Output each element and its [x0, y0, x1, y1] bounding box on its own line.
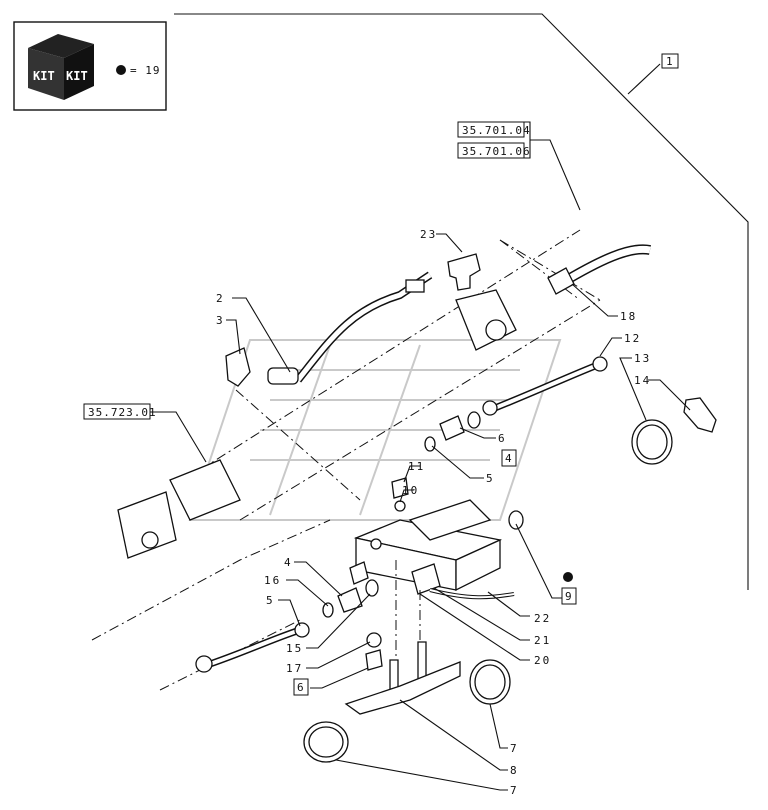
bullet-icon: [116, 65, 126, 75]
callout-5: 5: [266, 594, 275, 607]
boxed-number-4: 4: [501, 449, 517, 467]
callout-2: 2: [216, 292, 225, 305]
callout-15: 15: [286, 642, 303, 655]
kit-label-left: KIT: [33, 69, 55, 83]
boxed-number-1-text: 1: [666, 55, 675, 68]
clamp-plate-8: [344, 661, 461, 715]
kit-bullet-label: = 19: [130, 64, 161, 77]
clamp-13: [631, 419, 673, 465]
callout-12: 12: [624, 332, 641, 345]
callout-18: 18: [620, 310, 637, 323]
callout-4: 4: [284, 556, 293, 569]
clamp-7-right: [469, 659, 511, 705]
leader-1: [627, 63, 661, 95]
kit-label-right: KIT: [66, 69, 88, 83]
ref-35-701-06: 35.701.06: [462, 145, 531, 158]
callout-16: 16: [264, 574, 281, 587]
callout-14: 14: [634, 374, 651, 387]
tee-fitting-23: [447, 253, 481, 291]
fitting-4: [322, 587, 363, 618]
plug-17: [365, 632, 383, 671]
ref-box-top: 35.701.04 35.701.06: [457, 121, 581, 211]
pipe-5: [195, 622, 310, 673]
kit-bullet-9: [563, 572, 573, 582]
watermark-logo: [188, 339, 562, 521]
clamp-7-left: [303, 721, 349, 763]
kit-legend: KIT KIT = 19: [13, 21, 167, 111]
svg-text:9: 9: [565, 590, 574, 603]
ref-box-left: 35.723.01: [83, 403, 207, 463]
kit-box-icon: KIT KIT: [28, 34, 94, 100]
callout-3: 3: [216, 314, 225, 327]
callout-11: 11: [408, 460, 425, 473]
ref-35-723-01: 35.723.01: [88, 406, 157, 419]
callout-10: 10: [402, 484, 419, 497]
callout-7-right: 7: [510, 742, 519, 755]
boxed-number-1: [661, 53, 679, 69]
boxed-number-9: 9: [561, 572, 577, 605]
callout-5-upper: 5: [486, 472, 495, 485]
boxed-number-6: 6: [293, 678, 309, 696]
callout-21: 21: [534, 634, 551, 647]
hose-upper: [225, 271, 433, 387]
svg-text:6: 6: [297, 681, 306, 694]
pipe-12: [482, 356, 608, 416]
callout-22: 22: [534, 612, 551, 625]
callout-23: 23: [420, 228, 437, 241]
fitting-adapter: [424, 411, 481, 452]
hose-18: [547, 244, 651, 295]
callout-8: 8: [510, 764, 519, 777]
bracket-14: [683, 397, 717, 433]
plug-11: [391, 477, 409, 512]
callout-6: 6: [498, 432, 507, 445]
leader-lines: [226, 233, 691, 791]
svg-text:4: 4: [505, 452, 514, 465]
callout-20: 20: [534, 654, 551, 667]
callout-13: 13: [634, 352, 651, 365]
ref-35-701-04: 35.701.04: [462, 124, 531, 137]
callout-numbers: 2 3 23 18 12 13 14 6 5 11 10 4 16 5 15 1…: [216, 228, 651, 797]
cylinder-assembly: [91, 229, 601, 691]
callout-17: 17: [286, 662, 303, 675]
callout-7-left: 7: [510, 784, 519, 797]
assembly-frame-line: [174, 13, 749, 590]
